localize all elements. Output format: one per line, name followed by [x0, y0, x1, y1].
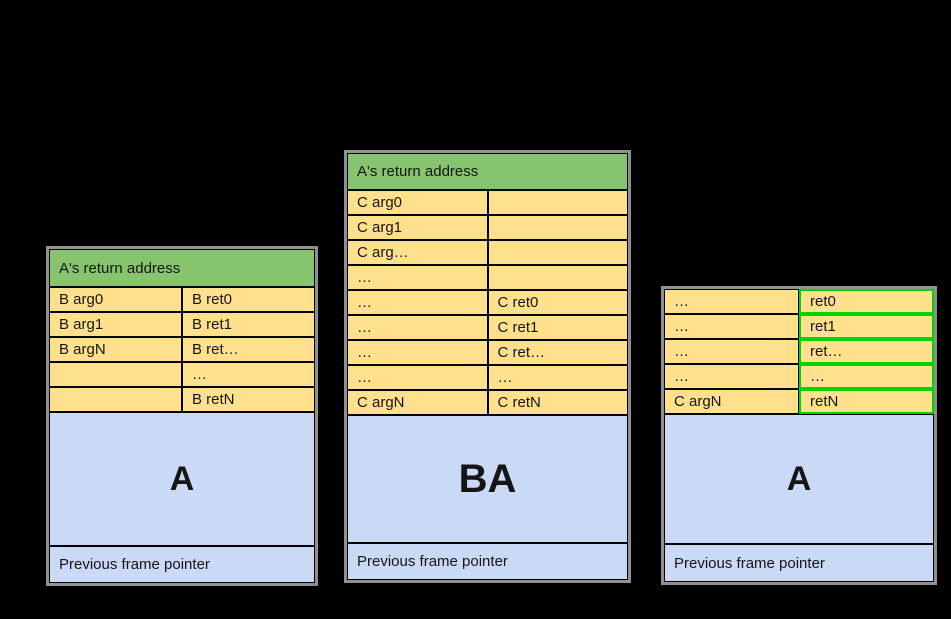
ret-cell-highlighted: retN: [799, 389, 934, 414]
stack-row: C argN C retN: [347, 390, 628, 415]
ret-cell: …: [487, 365, 628, 390]
ret-cell: C ret1: [487, 315, 628, 340]
arg-cell: …: [347, 290, 488, 315]
stack-row: … C ret1: [347, 315, 628, 340]
ret-cell: [487, 215, 628, 240]
arg-cell: B arg1: [49, 312, 182, 337]
ret-cell: B ret1: [182, 312, 315, 337]
arg-cell: …: [347, 365, 488, 390]
stack-table-middle: A's return address C arg0 C arg1 C arg… …: [344, 150, 631, 583]
stack-row: B arg1 B ret1: [49, 312, 315, 337]
frame-label: A: [49, 412, 315, 546]
arg-cell: C arg1: [347, 215, 488, 240]
ret-cell: …: [182, 362, 315, 387]
arg-cell: …: [347, 315, 488, 340]
ret-cell: [487, 190, 628, 215]
ret-cell: [487, 265, 628, 290]
stack-row: B arg0 B ret0: [49, 287, 315, 312]
stack-table-right: … ret0 … ret1 … ret… … … C argN retN A P…: [661, 286, 937, 585]
stack-row: …: [49, 362, 315, 387]
stack-row: B argN B ret…: [49, 337, 315, 362]
stack-row: … ret0: [664, 289, 934, 314]
stack-row: C arg1: [347, 215, 628, 240]
ret-cell-highlighted: ret1: [799, 314, 934, 339]
arg-cell: C argN: [347, 390, 488, 415]
arg-cell: …: [347, 340, 488, 365]
stack-row: … …: [347, 365, 628, 390]
arg-cell: B argN: [49, 337, 182, 362]
stack-row: B retN: [49, 387, 315, 412]
frame-label: A: [664, 414, 934, 544]
frame-label: BA: [347, 415, 628, 543]
stack-row: … C ret0: [347, 290, 628, 315]
ret-cell-highlighted: ret0: [799, 289, 934, 314]
ret-cell: C retN: [487, 390, 628, 415]
ret-cell: B ret…: [182, 337, 315, 362]
stack-row: … ret…: [664, 339, 934, 364]
stack-row: …: [347, 265, 628, 290]
return-address-cell: A's return address: [347, 153, 628, 190]
arg-cell: …: [664, 339, 799, 364]
stack-table-left: A's return address B arg0 B ret0 B arg1 …: [46, 246, 318, 586]
previous-frame-pointer-cell: Previous frame pointer: [49, 546, 315, 583]
previous-frame-pointer-cell: Previous frame pointer: [664, 544, 934, 582]
arg-cell: C arg…: [347, 240, 488, 265]
ret-cell-highlighted: …: [799, 364, 934, 389]
ret-cell: B retN: [182, 387, 315, 412]
ret-cell-highlighted: ret…: [799, 339, 934, 364]
return-address-cell: A's return address: [49, 249, 315, 287]
stack-row: C argN retN: [664, 389, 934, 414]
previous-frame-pointer-cell: Previous frame pointer: [347, 543, 628, 580]
arg-cell: …: [664, 364, 799, 389]
ret-cell: C ret0: [487, 290, 628, 315]
arg-cell: …: [664, 314, 799, 339]
ret-cell: [487, 240, 628, 265]
stack-row: … …: [664, 364, 934, 389]
ret-cell: C ret…: [487, 340, 628, 365]
arg-cell: [49, 387, 182, 412]
stack-row: C arg…: [347, 240, 628, 265]
stack-row: … ret1: [664, 314, 934, 339]
arg-cell: C arg0: [347, 190, 488, 215]
ret-cell: B ret0: [182, 287, 315, 312]
arg-cell: …: [347, 265, 488, 290]
arg-cell: C argN: [664, 389, 799, 414]
arg-cell: B arg0: [49, 287, 182, 312]
stack-row: C arg0: [347, 190, 628, 215]
arg-cell: …: [664, 289, 799, 314]
arg-cell: [49, 362, 182, 387]
stack-row: … C ret…: [347, 340, 628, 365]
